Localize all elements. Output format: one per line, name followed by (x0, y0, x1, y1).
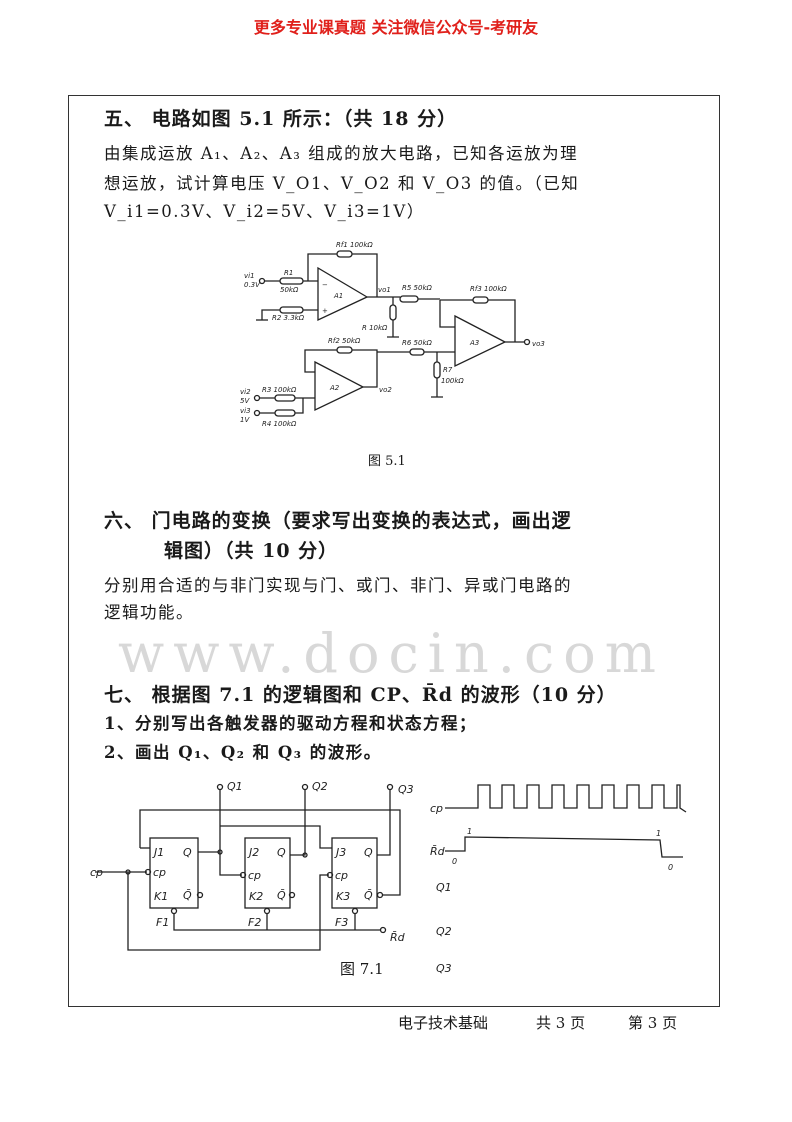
resistor-r2 (279, 306, 304, 314)
opamp-a2 (314, 360, 365, 412)
label-vi2-value: 5V (240, 397, 250, 405)
label-r1-value: 50kΩ (280, 286, 299, 294)
wave-label-cp: cp (430, 802, 443, 815)
label-k3: K3 (336, 890, 350, 903)
q5-title: 五、 电路如图 5.1 所示：（共 18 分） (104, 108, 458, 130)
label-r1: R1 (284, 269, 293, 277)
label-r6: R6 50kΩ (402, 339, 433, 347)
label-k1: K1 (154, 890, 168, 903)
figure-7-1-caption: 图 7.1 (340, 960, 384, 978)
figure-5-1-circuit: vi1 0.3V R1 50kΩ R2 3.3kΩ Rf1 100kΩ A1 −… (240, 241, 545, 428)
cp-waveform (445, 784, 687, 813)
label-r2: R2 3.3kΩ (272, 314, 305, 322)
wave-rd-high-1: 1 (467, 827, 472, 836)
rd-waveform (445, 836, 683, 858)
label-a3: A3 (469, 339, 479, 347)
q5-line2: 想运放，试计算电压 V_O1、V_O2 和 V_O3 的值。（已知 (104, 174, 580, 193)
label-vo2: vo2 (379, 386, 392, 394)
label-r3: R3 100kΩ (262, 386, 297, 394)
label-r7-value: 100kΩ (441, 377, 464, 385)
resistor-rf1 (336, 250, 353, 258)
label-ff2-cp: cp (248, 869, 261, 882)
label-q3-out: Q3 (398, 783, 414, 796)
label-vo1: vo1 (378, 286, 391, 294)
q7-line2: 2、画出 Q₁、Q₂ 和 Q₃ 的波形。 (104, 743, 382, 762)
label-minus: − (322, 281, 328, 289)
label-ff2-qbar: Q̄ (277, 889, 286, 902)
label-ff2-q: Q (277, 846, 286, 859)
wave-rd-low-2: 0 (668, 863, 673, 872)
label-j2: J2 (247, 846, 259, 859)
resistor-r5 (399, 295, 419, 303)
wave-rd-high-2: 1 (656, 829, 661, 838)
q6-title-2: 辑图）（共 10 分） (164, 540, 339, 562)
resistor-rf3 (472, 296, 489, 304)
wave-label-q2: Q2 (436, 925, 452, 938)
label-a2: A2 (329, 384, 340, 392)
label-f3: F3 (335, 916, 348, 929)
label-r5: R5 50kΩ (402, 284, 433, 292)
q6-line2: 逻辑功能。 (104, 603, 194, 622)
q7-line1: 1、分别写出各触发器的驱动方程和状态方程； (104, 714, 477, 733)
opamp-a3 (454, 314, 507, 368)
label-a1: A1 (333, 292, 343, 300)
resistor-rf2 (336, 346, 353, 354)
q7-title: 七、 根据图 7.1 的逻辑图和 CP、R̄d 的波形（10 分） (104, 684, 617, 706)
resistor-r3 (274, 394, 296, 402)
label-q2-out: Q2 (312, 780, 328, 793)
label-rf3: Rf3 100kΩ (470, 285, 507, 293)
label-ff3-q: Q (364, 846, 373, 859)
label-rd-in: R̄d (390, 931, 406, 944)
label-ff3-cp: cp (335, 869, 348, 882)
label-ff3-qbar: Q̄ (364, 889, 373, 902)
banner: 更多专业课真题 关注微信公众号-考研友 (253, 18, 539, 37)
label-k2: K2 (249, 890, 263, 903)
wave-label-rd: R̄d (430, 845, 446, 858)
resistor-r1 (279, 277, 304, 285)
wave-rd-low-1: 0 (452, 857, 457, 866)
label-ff1-qbar: Q̄ (183, 889, 192, 902)
potentiometer (389, 304, 397, 321)
label-vi3: vi3 (240, 407, 251, 415)
label-plus: + (322, 307, 328, 315)
q5-line1: 由集成运放 A₁、A₂、A₃ 组成的放大电路，已知各运放为理 (104, 144, 579, 163)
page-frame (68, 95, 720, 1007)
label-vo3: vo3 (532, 340, 545, 348)
label-cp-in: cp (90, 866, 103, 879)
q6-title-1: 六、 门电路的变换（要求写出变换的表达式，画出逻 (104, 510, 572, 532)
label-r4: R4 100kΩ (262, 420, 297, 428)
label-ff1-cp: cp (153, 866, 166, 879)
label-vi2: vi2 (240, 388, 251, 396)
figure-5-1-caption: 图 5.1 (368, 454, 406, 469)
label-ff1-q: Q (183, 846, 192, 859)
label-f1: F1 (156, 916, 169, 929)
footer-page-number: 第 3 页 (628, 1014, 678, 1032)
label-rf1: Rf1 100kΩ (336, 241, 373, 249)
label-r7: R7 (443, 366, 453, 374)
opamp-a1 (317, 266, 369, 322)
q6-line1: 分别用合适的与非门实现与门、或门、非门、异或门电路的 (104, 576, 572, 595)
wave-label-q1: Q1 (436, 881, 452, 894)
label-j1: J1 (152, 846, 164, 859)
resistor-r7 (433, 361, 441, 379)
footer-total-pages: 共 3 页 (536, 1014, 586, 1032)
resistor-r4 (274, 409, 296, 417)
resistor-r6 (409, 348, 425, 356)
footer-subject: 电子技术基础 (398, 1014, 489, 1032)
label-vi3-value: 1V (240, 416, 250, 424)
figure-7-1-circuit: Q1 Q2 Q3 cp R̄d J1 K1 J2 K2 J3 K3 Q Q̄ Q… (90, 780, 687, 975)
label-vi1: vi1 (244, 272, 255, 280)
label-rf2: Rf2 50kΩ (328, 337, 361, 345)
q5-line3: V_i1=0.3V、V_i2=5V、V_i3=1V） (104, 202, 425, 221)
label-j3: J3 (334, 846, 346, 859)
label-vi1-value: 0.3V (244, 281, 261, 289)
watermark: www.docin.com (118, 622, 665, 685)
label-f2: F2 (248, 916, 261, 929)
label-pot: R 10kΩ (362, 324, 388, 332)
label-q1-out: Q1 (227, 780, 243, 793)
wave-label-q3: Q3 (436, 962, 452, 975)
